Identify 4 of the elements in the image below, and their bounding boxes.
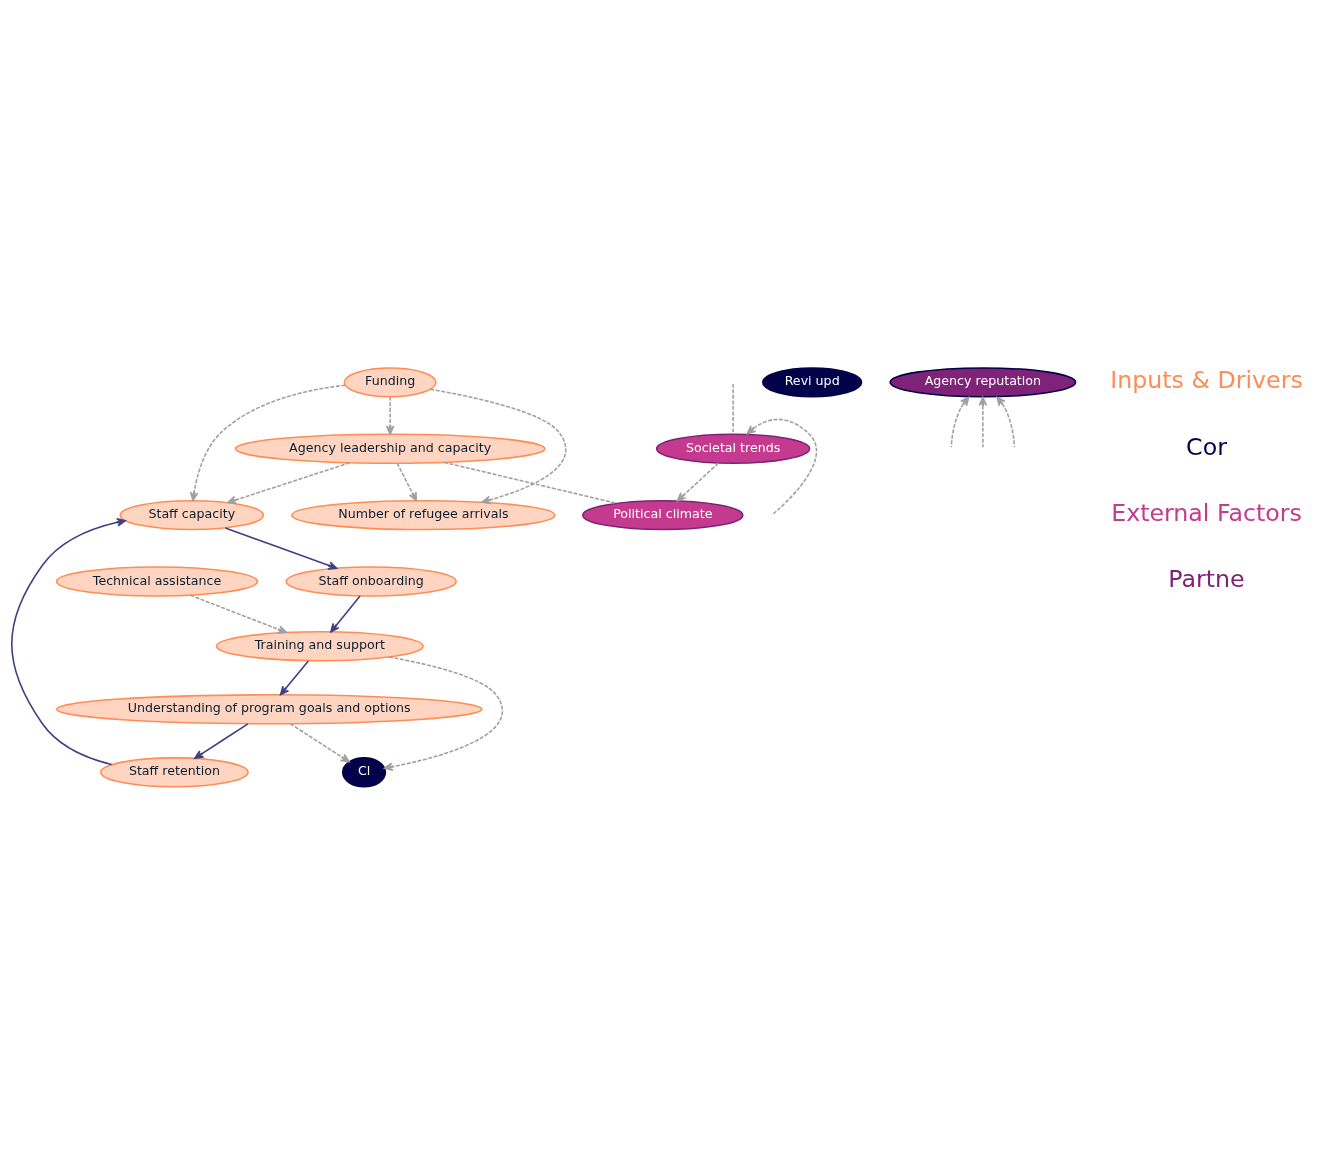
label: Cor <box>1186 432 1227 461</box>
label: Partne <box>1168 565 1245 594</box>
label: Inputs & Drivers <box>1110 366 1303 395</box>
label: External Factors <box>1111 499 1302 528</box>
